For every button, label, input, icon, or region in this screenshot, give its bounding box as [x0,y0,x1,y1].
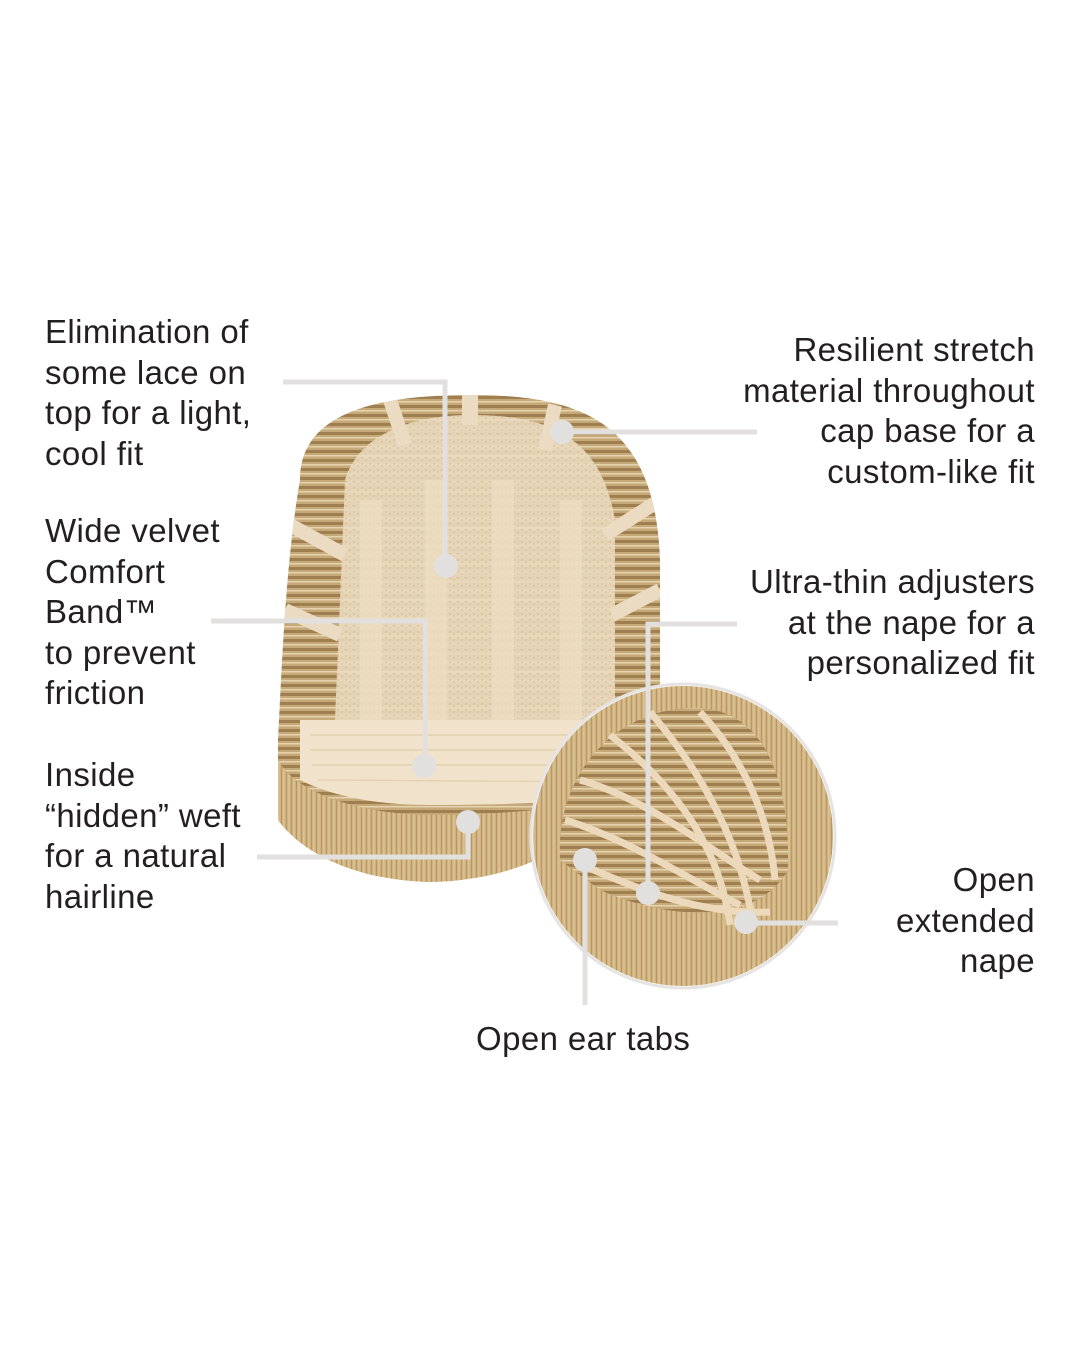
callout-comfort-band-connector [211,618,428,766]
callout-stretch-material-label: Resilient stretch material throughout ca… [743,331,1035,490]
callout-hidden-weft-dot [456,810,480,834]
callout-comfort-band-dot [412,754,436,778]
callout-ear-tabs-dot [573,848,597,872]
callout-ear-tabs-label: Open ear tabs [476,1020,691,1057]
callout-stretch-material-dot [550,420,574,444]
callout-lace-top-connector [283,379,448,566]
callout-comfort-band-label: Wide velvet Comfort Band™ to prevent fri… [45,512,220,711]
main-cap-image [278,395,660,882]
callout-lace-top-dot [434,554,458,578]
callout-extended-nape-label: Open extended nape [896,861,1035,979]
callout-ultra-thin-adjusters-label: Ultra-thin adjusters at the nape for a p… [750,563,1035,681]
callout-ultra-thin-adjusters-connector [645,621,737,893]
callout-lace-top-label: Elimination of some lace on top for a li… [45,313,252,472]
inset-cap-image [529,682,837,990]
callout-ultra-thin-adjusters-dot [636,881,660,905]
callout-extended-nape-dot [734,910,758,934]
callout-hidden-weft-label: Inside “hidden” weft for a natural hairl… [45,756,241,915]
